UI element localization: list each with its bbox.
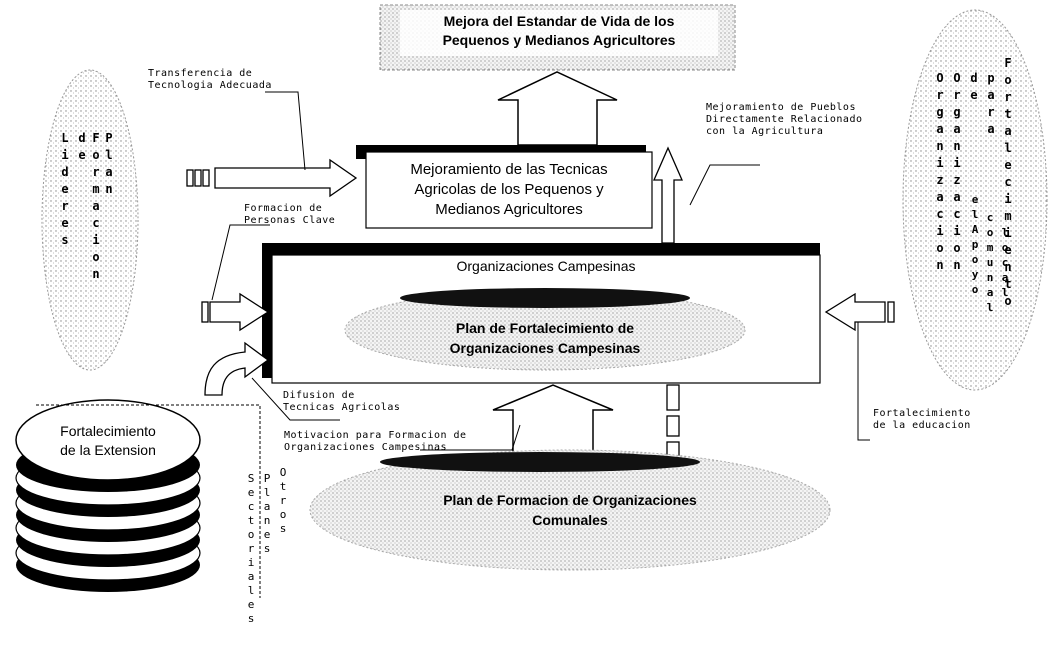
education-label: Fortalecimiento de la educacion: [873, 408, 971, 432]
diffusion-leader: [251, 377, 340, 421]
transfer-arrow: [214, 158, 358, 198]
top-goal-line-2: Pequenos y Medianos Agricultores: [442, 32, 676, 48]
right-leaf-col-7: comunal: [986, 211, 994, 314]
top-goal-line-1: Mejora del Estandar de Vida de los: [443, 13, 675, 29]
left-leaf-col-3: Formacion: [92, 131, 100, 281]
plan-ellipse: [344, 289, 746, 371]
key-people-label: Formacion de Personas Clave: [244, 203, 335, 227]
transfer-label: Transferencia de Tecnologia Adecuada: [148, 68, 272, 92]
towns-line-2: Directamente Relacionado: [706, 114, 863, 125]
techniques-line-1: Mejoramiento de las Tecnicas: [410, 161, 608, 178]
top-goal-box: Mejora del Estandar de Vida de los Peque…: [392, 12, 726, 50]
towns-up-arrow: [653, 146, 683, 244]
extension-line-2: de la Extension: [60, 442, 156, 458]
extension-curve-arrow: [204, 341, 270, 396]
org-plan-line-1: Plan de Fortalecimiento de: [455, 320, 635, 336]
education-arrow: [824, 292, 886, 332]
diffusion-line-2: Tecnicas Agricolas: [283, 402, 401, 413]
right-leaf-col-2: Organizacion: [953, 71, 961, 272]
org-box-shadow-top: [262, 243, 820, 255]
bottom-plan-line-1: Plan de Formacion de Organizaciones: [443, 492, 697, 508]
education-line-1: Fortalecimiento: [873, 408, 971, 419]
sector-col-2: Planes: [263, 472, 271, 555]
techniques-box: Mejoramiento de las Tecnicas Agricolas d…: [366, 160, 652, 220]
key-people-leader: [211, 224, 270, 301]
right-leaf-col-1: Organizacion: [936, 71, 944, 272]
bottom-plan-label: Plan de Formacion de Organizaciones Comu…: [400, 490, 740, 530]
sector-col-1: Sectoriales: [247, 472, 255, 625]
education-line-2: de la educacion: [873, 420, 971, 431]
right-leaf-col-6: el Apoyo: [971, 193, 979, 296]
right-leaf-col-8: local: [1001, 226, 1009, 299]
transfer-line-2: Tecnologia Adecuada: [148, 80, 272, 91]
motivation-leader: [420, 424, 521, 451]
extension-line-1: Fortalecimiento: [60, 423, 156, 439]
org-plan-line-2: Organizaciones Campesinas: [449, 340, 641, 356]
key-people-arrow: [209, 292, 270, 332]
up-arrow-top: [497, 71, 618, 146]
key-people-line-1: Formacion de: [244, 203, 323, 214]
left-leaf-col-4: Plan: [105, 131, 113, 196]
extension-stack: [15, 399, 201, 592]
towns-line-1: Mejoramiento de Pueblos: [706, 102, 856, 113]
motivation-line-2: Organizaciones Campesinas: [284, 442, 448, 453]
transfer-line-1: Transferencia de: [148, 68, 253, 79]
sector-col-3: Otros: [279, 466, 287, 535]
org-box-title: Organizaciones Campesinas: [456, 258, 636, 274]
left-leaf-col-2: de: [78, 131, 86, 162]
towns-leader: [689, 164, 760, 206]
transfer-leader: [265, 91, 306, 171]
motivation-label: Motivacion para Formacion de Organizacio…: [284, 430, 467, 454]
diffusion-label: Difusion de Tecnicas Agricolas: [283, 390, 400, 414]
techniques-line-3: Medianos Agricultores: [435, 201, 583, 218]
techniques-line-2: Agricolas de los Pequenos y: [414, 181, 604, 198]
extension-label: Fortalecimiento de la Extension: [22, 422, 194, 460]
bottom-plan-ellipse: [309, 449, 831, 571]
motivation-line-1: Motivacion para Formacion de: [284, 430, 467, 441]
left-leaf-col-1: Lideres: [61, 131, 69, 247]
diffusion-line-1: Difusion de: [283, 390, 355, 401]
education-leader: [857, 322, 870, 441]
towns-line-3: con la Agricultura: [706, 126, 824, 137]
towns-label: Mejoramiento de Pueblos Directamente Rel…: [706, 102, 863, 138]
left-leaf-shape: [41, 69, 139, 371]
bottom-plan-line-2: Comunales: [532, 512, 608, 528]
org-plan-label: Plan de Fortalecimiento de Organizacione…: [385, 318, 705, 358]
key-people-line-2: Personas Clave: [244, 215, 336, 226]
right-leaf-col-3: de: [970, 71, 978, 102]
right-leaf-col-5: Fortalecimiento: [1004, 56, 1012, 308]
right-leaf-shape: [902, 9, 1048, 391]
techniques-box-shape: [365, 151, 653, 229]
right-leaf-col-4: para: [987, 71, 995, 136]
org-box-shadow-left: [262, 243, 272, 378]
bottom-up-arrow: [492, 384, 614, 456]
